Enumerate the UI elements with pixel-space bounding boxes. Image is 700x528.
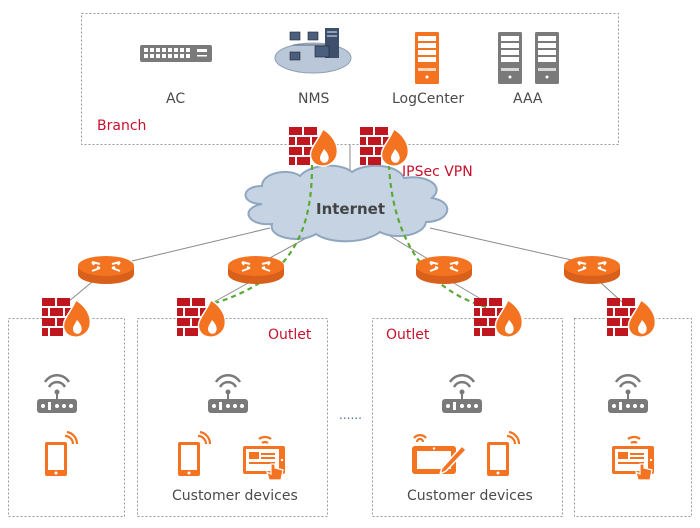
log-server-icon (415, 32, 439, 84)
device-label-ac: AC (166, 91, 186, 107)
touch-panel-icon (610, 435, 656, 482)
site-zone-1 (8, 318, 125, 517)
hq-firewall-left-icon (288, 126, 339, 167)
ipsec-vpn-tunnels (207, 164, 491, 310)
aaa-server-icon (498, 32, 559, 84)
phone-icon (43, 430, 79, 478)
customer-devices-caption-1: Customer devices (172, 488, 298, 504)
phone-icon (176, 430, 212, 478)
more-sites-ellipsis: ...... (339, 408, 362, 422)
access-controller-icon (140, 45, 212, 62)
site-zone-3 (372, 318, 563, 517)
network-management-icon (274, 28, 352, 74)
site-zone-2 (137, 318, 328, 517)
router-icon-1 (77, 255, 135, 285)
device-label-nms: NMS (298, 91, 330, 107)
phone-icon (485, 430, 521, 478)
site-firewall-icon-2 (176, 297, 227, 338)
site-firewall-icon-4 (606, 297, 657, 338)
site-firewall-icon-1 (41, 297, 92, 338)
outlet-label-2: Outlet (386, 327, 430, 343)
hq-firewall-right-icon (359, 126, 410, 167)
router-icon-3 (415, 255, 473, 285)
device-label-aaa: AAA (513, 91, 543, 107)
site-zone-4 (574, 318, 692, 517)
internet-label: Internet (316, 200, 386, 218)
tablet-pen-icon (410, 433, 468, 476)
branch-zone-label: Branch (97, 118, 147, 134)
access-point-icon-2 (206, 373, 250, 415)
router-icon-2 (227, 255, 285, 285)
access-point-icon-1 (35, 373, 79, 415)
access-point-icon-3 (440, 373, 484, 415)
customer-devices-caption-2: Customer devices (407, 488, 533, 504)
internet-cloud (244, 164, 449, 243)
branch-zone (81, 13, 619, 145)
access-point-icon-4 (606, 373, 650, 415)
site-firewall-icon-3 (473, 297, 524, 338)
router-icon-4 (563, 255, 621, 285)
ipsec-vpn-label: IPSec VPN (402, 164, 473, 180)
touch-panel-icon (241, 435, 287, 482)
outlet-label-1: Outlet (268, 327, 312, 343)
device-label-logcenter: LogCenter (392, 91, 465, 107)
